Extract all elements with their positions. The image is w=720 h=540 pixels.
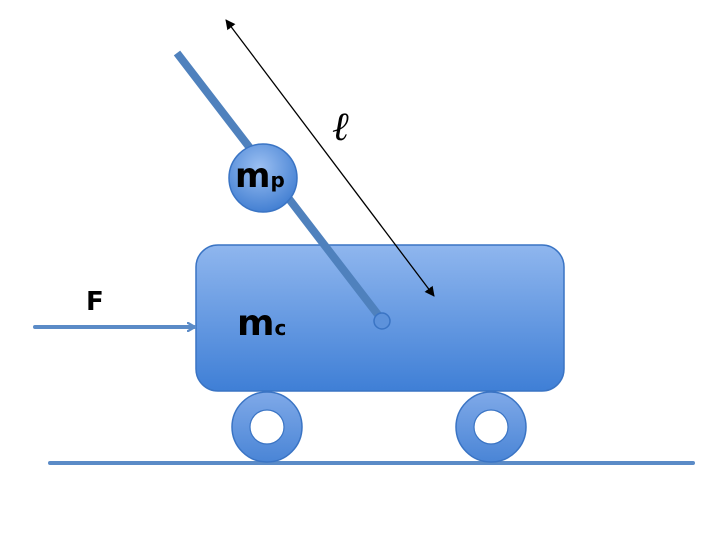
pole-mass-main: m [235, 156, 270, 196]
force-label: F [86, 287, 104, 317]
length-dimension-arrow [225, 19, 435, 297]
length-label: ℓ [332, 104, 349, 150]
cart-mass-subscript: c [275, 316, 287, 340]
pole-mass-subscript: p [270, 168, 284, 192]
left-wheel [231, 391, 303, 463]
cart-mass-main: m [237, 303, 275, 344]
pivot-joint [373, 312, 391, 330]
pole-mass-label: mp [235, 156, 285, 196]
cart-mass-label: mc [237, 303, 286, 344]
right-wheel [455, 391, 527, 463]
